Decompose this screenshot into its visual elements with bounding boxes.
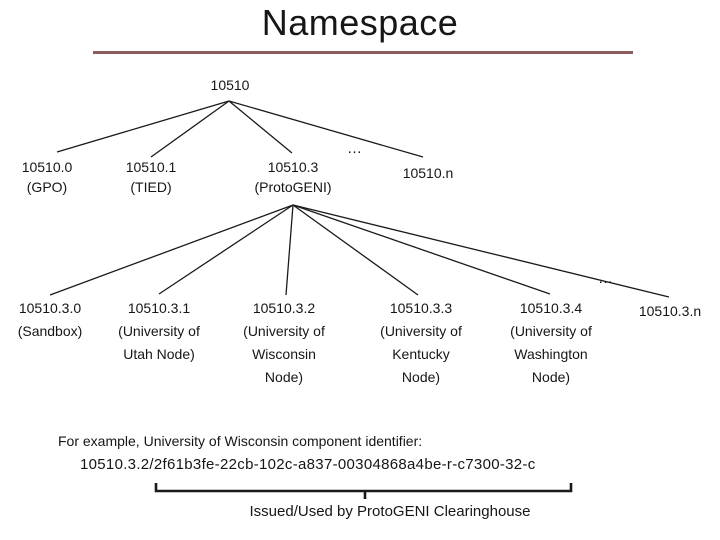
tree-node-10510-3-3: 10510.3.3 (University of Kentucky Node) [356,297,486,389]
tree-node-name: (University of Wisconsin Node) [243,323,325,385]
tree-node-10510-3-0: 10510.3.0 (Sandbox) [0,297,115,343]
tree-node-label: 10510.3.2 [252,300,316,316]
tree-node-label: 10510.0 [21,159,73,175]
tree-node-10510-3-4: 10510.3.4 (University of Washington Node… [486,297,616,389]
tree-node-name: (TIED) [130,179,172,195]
tree-node-label: 10510.3.1 [127,300,191,316]
tree-node-label: 10510.n [402,165,454,181]
title-underline [93,51,633,54]
tree-node-label: 10510 [210,77,250,93]
tree-node-label: 10510.3.4 [519,300,583,316]
tree-node-10510-3-1: 10510.3.1 (University of Utah Node) [94,297,224,366]
tree-node-name: (Sandbox) [17,323,83,339]
tree-node-name: (University of Utah Node) [118,323,200,362]
tree-node-10510-3-n: 10510.3.n [605,300,720,323]
brace-caption: Issued/Used by ProtoGENI Clearinghouse [249,503,531,520]
tree-node-10510-3-2: 10510.3.2 (University of Wisconsin Node) [219,297,349,389]
example-identifier: 10510.3.2/2f61b3fe-22cb-102c-a837-003048… [80,456,536,473]
tree-node-label: 10510.1 [125,159,177,175]
example-brace [154,483,573,499]
page-title: Namespace [261,2,459,43]
tree-node-name: (ProtoGENI) [254,179,332,195]
edge-10510-3-to-children [49,204,670,298]
ellipsis-level2: … [347,140,363,157]
tree-node-name: (GPO) [26,179,68,195]
tree-node-label: 10510.3.3 [389,300,453,316]
tree-node-10510-n: 10510.n [373,163,483,183]
tree-node-10510-3: 10510.3 (ProtoGENI) [238,157,348,197]
tree-node-label: 10510.3.0 [18,300,82,316]
edge-root-to-children [56,100,424,158]
tree-node-name: (University of Kentucky Node) [380,323,462,385]
tree-node-name: (University of Washington Node) [510,323,592,385]
tree-node-label: 10510.3.n [638,303,702,319]
tree-node-10510-1: 10510.1 (TIED) [96,157,206,197]
tree-node-10510-0: 10510.0 (GPO) [0,157,102,197]
tree-node-root: 10510 [190,75,270,95]
example-intro-text: For example, University of Wisconsin com… [58,433,423,449]
tree-node-label: 10510.3 [267,159,319,175]
ellipsis-level3: … [598,270,614,287]
